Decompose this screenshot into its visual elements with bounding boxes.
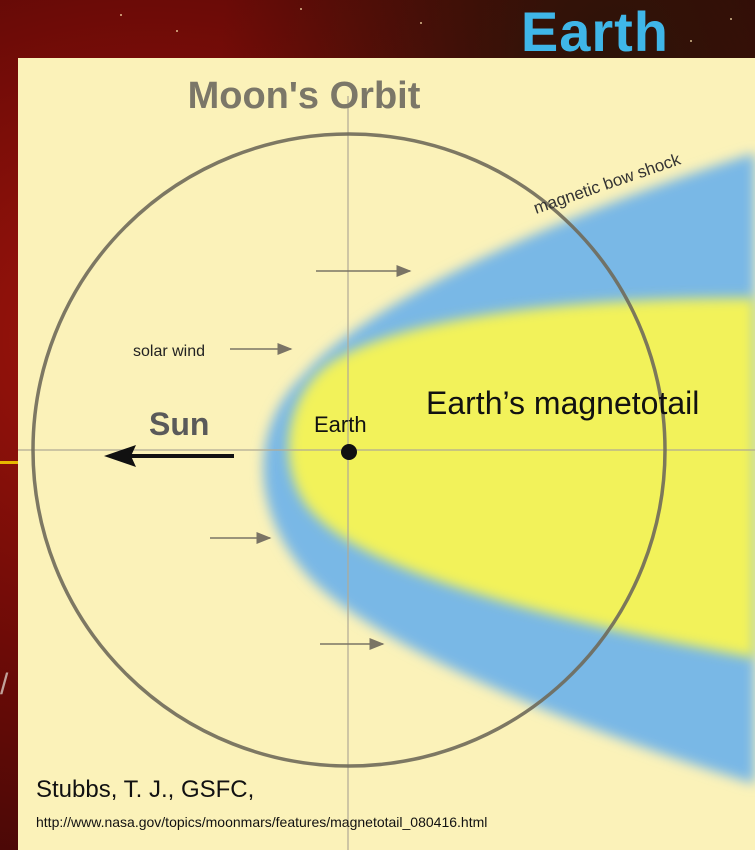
sun-label: Sun (149, 406, 209, 442)
sun-direction-arrowhead (104, 445, 136, 467)
accent-line (0, 461, 20, 464)
credit-url[interactable]: http://www.nasa.gov/topics/moonmars/feat… (36, 814, 488, 830)
moon-orbit-circle (31, 132, 667, 768)
diagram-panel: Moon's Orbit magnetic bow shock solar wi… (18, 58, 755, 850)
star (300, 8, 302, 10)
earth-dot (341, 444, 357, 460)
star (730, 18, 732, 20)
magnetotail-region (288, 298, 755, 658)
star (176, 30, 178, 32)
star (120, 14, 122, 16)
earth-label: Earth (314, 412, 367, 437)
diagram-title: Moon's Orbit (188, 75, 421, 117)
credit-author: Stubbs, T. J., GSFC, (36, 776, 255, 803)
slide-title: Earth (520, 0, 669, 63)
solar-wind-label: solar wind (133, 343, 205, 360)
magnetotail-diagram: Moon's Orbit magnetic bow shock solar wi… (18, 75, 755, 850)
side-glyph: / (0, 668, 9, 701)
star (690, 40, 692, 42)
magnetotail-label: Earth’s magnetotail (426, 385, 699, 421)
star (420, 22, 422, 24)
